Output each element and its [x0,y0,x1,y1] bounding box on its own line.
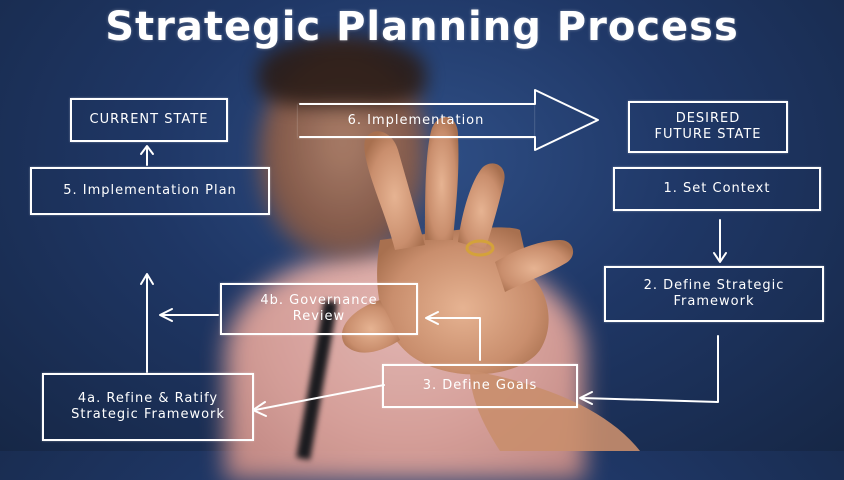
index-finger [364,131,425,250]
implementation-arrow-outline [299,89,599,151]
little-finger [495,240,574,292]
current-state-box: CURRENT STATE [70,98,228,142]
define-goals-label: 3. Define Goals [422,377,538,393]
desired-state-label-2: FUTURE STATE [654,127,762,142]
governance-review-box: 4b. Governance Review [220,283,418,335]
set-context-label: 1. Set Context [663,180,771,196]
governance-label-2: Review [292,309,346,324]
implementation-box: 6. Implementation [298,104,534,138]
page-title: Strategic Planning Process [105,4,739,50]
implementation-plan-label: 5. Implementation Plan [63,182,237,198]
hand-image [341,116,640,451]
implementation-plan-box: 5. Implementation Plan [30,167,270,215]
define-framework-label-1: 2. Define Strategic [643,277,785,293]
refine-ratify-box: 4a. Refine & Ratify Strategic Framework [42,373,254,441]
wrist [470,370,640,451]
flow-connectors [0,0,844,451]
define-framework-label-2: Framework [673,294,755,309]
set-context-box: 1. Set Context [613,167,821,211]
current-state-label: CURRENT STATE [89,111,209,127]
arrow-goals-to-refine [254,384,385,411]
refine-label-1: 4a. Refine & Ratify [77,390,219,406]
define-framework-box: 2. Define Strategic Framework [604,266,824,322]
ring-icon [465,239,495,257]
middle-finger [425,116,459,240]
governance-label-1: 4b. Governance [260,292,378,308]
define-goals-box: 3. Define Goals [382,364,578,408]
desired-state-label-1: DESIRED [675,110,741,126]
desired-state-box: DESIRED FUTURE STATE [628,101,788,153]
implementation-label: 6. Implementation [347,112,485,128]
thumb [341,300,400,353]
arrow-goals-to-governance [427,317,481,361]
arrow-framework-to-goals [581,335,719,403]
person-hair [258,36,426,106]
refine-label-2: Strategic Framework [71,407,225,422]
ring-finger [458,163,505,250]
